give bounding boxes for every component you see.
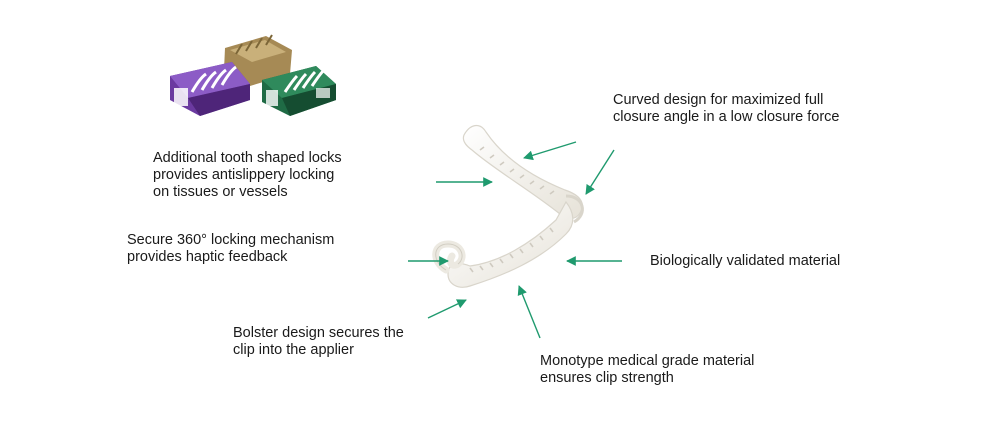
purple-cartridge [170, 62, 250, 116]
arrow-bolster [427, 299, 467, 319]
label-secure-locking-mechanism: Secure 360° locking mechanism provides h… [127, 232, 335, 265]
arrow-monotype [517, 285, 541, 339]
green-cartridge [262, 66, 336, 116]
label-biologically-validated-material: Biologically validated material [650, 253, 841, 269]
arrow-curved-2 [585, 149, 615, 195]
label-bolster-design: Bolster design secures the clip into the… [233, 325, 404, 358]
pointer-arrows [408, 141, 622, 339]
label-tooth-shaped-locks: Additional tooth shaped locks provides a… [153, 150, 342, 200]
arrow-curved-1 [523, 141, 577, 161]
clip-cartridges-icon [170, 34, 336, 116]
polymer-ligating-clip-icon [432, 125, 584, 288]
label-curved-design: Curved design for maximized full closure… [613, 92, 840, 125]
label-monotype-material: Monotype medical grade material ensures … [540, 353, 755, 386]
